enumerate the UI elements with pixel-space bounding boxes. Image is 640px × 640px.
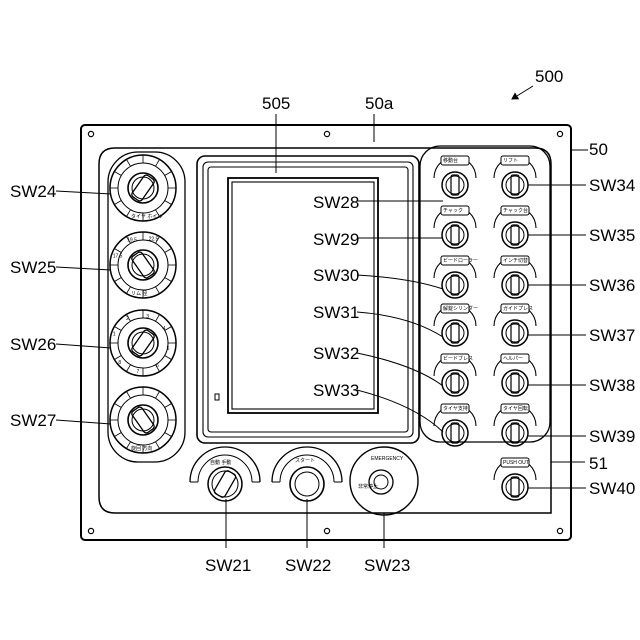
leader-line [357,312,443,337]
sw21-selector[interactable]: 自動 手動 [190,447,260,501]
sw23-emergency-stop[interactable]: EMERGENCY 非常停止 [350,447,418,515]
label-sw28: SW28 [313,193,359,212]
sw30-plate: ビードローラー [443,257,478,264]
switch-labels: SW24 SW25 SW26 SW27 SW28 SW29 SW30 SW31 … [10,176,635,575]
sw29-small-switch[interactable]: チャック [434,206,476,248]
leader-line [357,353,443,386]
leader-line [357,275,443,289]
sw38-plate: ヘルパー [503,356,523,362]
sw32-small-switch[interactable]: ビードブレス [434,354,476,396]
sw34-plate: リフト [503,158,518,164]
sw24-ring-switch[interactable]: タイヤ ホイル [110,155,176,221]
ref-50a: 50a [365,94,394,113]
leader-line [56,267,111,270]
sw25-tick: 19.5 [127,238,137,244]
sw28-plate: 移動台 [443,157,458,164]
sw34-small-switch[interactable]: リフト [494,156,536,198]
sw23-plate: EMERGENCY [371,456,404,462]
sw37-plate: ガイドプレス [503,305,533,312]
sw22-plate: スタート [295,457,315,464]
label-sw37: SW37 [589,326,635,345]
sw26-tick: 2 [126,316,129,322]
sw26-tick: 5 [167,346,170,352]
small-switch-group: 移動台チャックビードローラー解錠シリンダービードブレスタイヤ支持 リフトチャック台… [434,156,536,500]
display-led [215,394,219,400]
label-sw33: SW33 [313,381,359,400]
label-sw38: SW38 [589,376,635,395]
sw39-small-switch[interactable]: タイヤ回転 [494,404,536,446]
sw27-ring-switch[interactable]: 旋回 方向 [110,387,176,453]
label-sw30: SW30 [313,266,359,285]
ref-50: 50 [589,140,608,159]
sw36-plate: インチ切替 [503,257,528,264]
leader-line [56,191,111,194]
ring-switch-group: タイヤ ホイルリム 径 17.5 19.5 22.5 1 2 3 4 5 6 7 8 旋回 方向 [110,155,176,453]
sw29-plate: チャック [443,208,463,214]
sw31-plate: 解錠シリンダー [443,305,478,312]
label-sw31: SW31 [313,303,359,322]
sw28-small-switch[interactable]: 移動台 [434,156,476,198]
label-sw26: SW26 [10,335,56,354]
sw40-small-switch[interactable]: PUSH OUT [494,458,536,500]
sw26-tick: 8 [118,360,121,366]
sw24-caption: タイヤ ホイル [131,213,162,220]
label-sw40: SW40 [589,479,635,498]
sw35-plate: チャック台 [503,207,528,214]
sw25-ring-switch[interactable]: リム 径 17.5 19.5 22.5 [110,232,176,298]
label-sw34: SW34 [589,176,635,195]
sw33-small-switch[interactable]: タイヤ支持 [434,404,476,446]
sw26-tick: 4 [163,326,166,332]
label-sw21: SW21 [205,556,251,575]
sw26-tick: 3 [146,314,149,320]
display-screen [197,156,419,443]
sw27-caption: 旋回 方向 [131,445,152,452]
sw37-small-switch[interactable]: ガイドプレス [494,304,536,346]
sw39-plate: タイヤ回転 [503,405,528,412]
sw31-small-switch[interactable]: 解錠シリンダー [434,304,478,346]
label-sw23: SW23 [364,556,410,575]
ref-500: 500 [535,67,563,86]
label-sw22: SW22 [285,556,331,575]
label-sw25: SW25 [10,258,56,277]
sw26-tick: 7 [137,369,140,375]
leader-line [56,344,111,348]
sw38-small-switch[interactable]: ヘルパー [494,354,536,396]
sw40-plate: PUSH OUT [503,460,529,466]
leader-line [56,420,111,424]
sw26-ring-switch[interactable]: 1 2 3 4 5 6 7 8 [110,310,176,376]
sw21-plate: 自動 手動 [210,459,231,466]
label-sw29: SW29 [313,230,359,249]
sw26-tick: 6 [156,363,159,369]
sw33-plate: タイヤ支持 [443,405,468,412]
sw36-small-switch[interactable]: インチ切替 [494,256,536,298]
sw25-tick: 17.5 [113,253,123,259]
ref-51: 51 [589,454,608,473]
sw32-plate: ビードブレス [443,355,473,362]
label-sw36: SW36 [589,276,635,295]
label-sw39: SW39 [589,427,635,446]
leader-line [357,390,443,432]
sw30-small-switch[interactable]: ビードローラー [434,256,478,298]
label-sw27: SW27 [10,411,56,430]
sw22-start-push[interactable]: スタート [272,447,342,501]
label-sw32: SW32 [313,344,359,363]
sw26-tick: 1 [113,331,116,337]
sw25-tick: 22.5 [149,237,159,243]
sw35-small-switch[interactable]: チャック台 [494,206,536,248]
right-switch-housing [420,146,550,442]
label-sw35: SW35 [589,226,635,245]
sw25-caption: リム 径 [131,290,147,297]
ref-505: 505 [262,94,290,113]
label-sw24: SW24 [10,182,56,201]
mounting-holes [88,131,562,533]
